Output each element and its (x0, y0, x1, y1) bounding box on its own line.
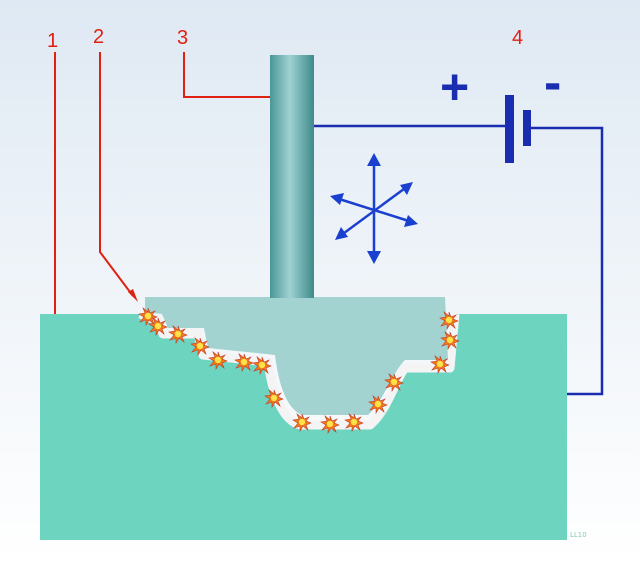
battery-icon (505, 95, 531, 163)
watermark: LL10 (570, 531, 587, 539)
label-1: 1 (47, 30, 58, 52)
leader-line-3 (183, 52, 270, 98)
multi-direction-arrows-icon (330, 153, 418, 264)
circuit-wire-return (530, 126, 604, 396)
label-3: 3 (177, 27, 188, 49)
minus-sign: - (544, 54, 561, 112)
leader-arrowhead (128, 289, 138, 302)
leader-lines (54, 52, 270, 314)
tool-electrode (145, 297, 448, 415)
label-2: 2 (93, 26, 104, 48)
electrode-rod (270, 55, 314, 298)
leader-line-2 (99, 52, 134, 297)
plus-sign: + (440, 59, 469, 115)
label-4: 4 (512, 27, 523, 49)
